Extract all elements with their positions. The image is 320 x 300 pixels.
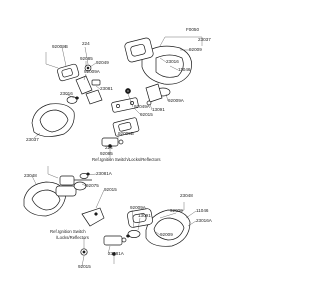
lower-right-socket	[103, 235, 127, 246]
mid-screw	[108, 144, 112, 160]
label-23081A: 23081A	[96, 171, 113, 176]
upper-right-stay	[111, 97, 139, 113]
label-92009-low2: 92009	[160, 232, 173, 237]
label-224-mid: 224	[105, 145, 113, 150]
label-92085-mid: 92085	[100, 151, 113, 156]
label-92015-b: 92015	[104, 187, 117, 192]
mid-stay-bracket	[112, 117, 140, 137]
label-11046-low: 11046	[196, 208, 209, 213]
label-92049A: 92049A	[134, 104, 151, 109]
ref-upper: Ref.Ignition Switch/Locks/Reflectors	[92, 157, 161, 162]
label-92049: 92049	[96, 60, 109, 65]
leader-lines	[31, 46, 197, 267]
lower-left-lamp-lens	[23, 181, 67, 217]
label-92009A-mid: 92009A	[84, 69, 101, 74]
label-23037-left: 23037	[26, 137, 39, 142]
lower-right-lamp-lens	[145, 209, 191, 247]
label-23048-right: 23048	[180, 193, 193, 198]
lower-left-bulb	[79, 172, 90, 179]
lower-left-stay	[59, 175, 92, 186]
lower-left-socket	[55, 181, 87, 197]
label-13091-low: 13091	[138, 213, 151, 218]
label-23037-top: 23037	[198, 37, 211, 42]
label-92009-low: 92009	[170, 208, 183, 213]
upper-right-nut	[125, 88, 131, 94]
label-23016-top: 23016	[166, 59, 179, 64]
lower-right-bulb	[126, 230, 141, 238]
label-92009B-mid: 92009B	[118, 131, 134, 136]
ref-lower-line1: Ref.Ignition Switch	[50, 229, 86, 234]
label-23048-left: 23048	[24, 173, 37, 178]
label-23016-left: 23016	[60, 91, 73, 96]
label-92015-a: 92015	[140, 112, 153, 117]
label-92009A-top: 92009A	[168, 98, 185, 103]
upper-right-lamp-housing	[124, 37, 154, 63]
upper-left-lamp-lens	[31, 103, 75, 137]
diagram-code: F0050	[186, 27, 199, 32]
label-92085-top: 92085	[80, 56, 93, 61]
parts-diagram: F0050	[23, 27, 213, 269]
lower-center-bracket	[81, 207, 105, 227]
upper-left-bracket	[84, 64, 101, 86]
label-92075: 92075	[86, 183, 99, 188]
label-92009-top: 92009	[189, 47, 202, 52]
upper-left-socket	[75, 75, 103, 105]
label-92009B-top: 92009B	[52, 44, 68, 49]
upper-right-lamp-lens	[141, 45, 192, 85]
label-92009A-low: 92009A	[130, 205, 147, 210]
lower-right-screw	[112, 252, 116, 264]
upper-left-housing	[57, 63, 80, 82]
ref-lower-line2: /Locks/Reflectors	[56, 235, 89, 240]
upper-left-bulb	[66, 96, 79, 104]
lower-center-screw	[80, 238, 88, 256]
label-13091-top: 13091	[152, 107, 165, 112]
label-11046-top: 11046	[178, 67, 191, 72]
label-92015-low: 92015	[78, 264, 91, 269]
label-23081A-low: 23081A	[108, 251, 125, 256]
upper-right-socket	[145, 83, 163, 106]
label-224-top: 224	[82, 41, 90, 46]
label-23016A: 23016A	[196, 218, 213, 223]
label-23081: 23081	[100, 86, 113, 91]
